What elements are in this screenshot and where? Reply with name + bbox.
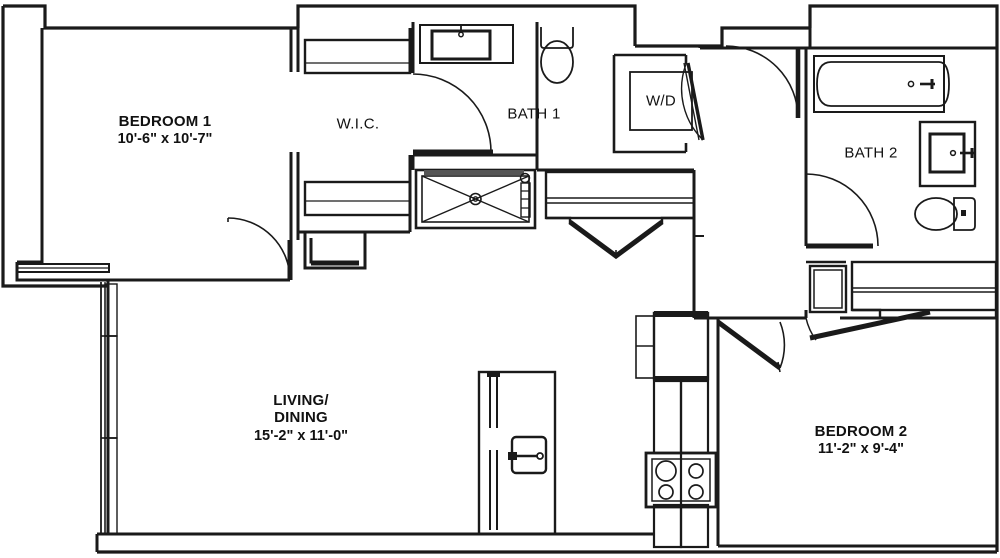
- living-dining-name-line2: DINING: [274, 409, 328, 427]
- kitchen-range: [644, 451, 718, 509]
- bedroom-2-closet: [850, 260, 998, 318]
- hall-closet: [544, 170, 696, 220]
- bath-1-walls: [411, 22, 539, 170]
- room-label-bedroom1: BEDROOM 1 10'-6" x 10'-7": [118, 113, 213, 148]
- living-dining-name-line1: LIVING/: [273, 392, 329, 409]
- exterior-walls: [1, 4, 999, 554]
- bath-2-walls: [700, 28, 997, 248]
- bedroom1-name: BEDROOM 1: [118, 113, 212, 130]
- bath-1-shower: [414, 168, 537, 230]
- label-wic: W.I.C.: [336, 115, 380, 133]
- bedroom2-name: BEDROOM 2: [814, 423, 908, 440]
- bedroom-1-door: [227, 217, 293, 281]
- room-label-bedroom2: BEDROOM 2 11'-2" x 9'-4": [815, 423, 908, 458]
- bedroom-1-walls: [15, 28, 300, 282]
- bedroom-1-window: [16, 263, 110, 273]
- bath-2-vanity: [918, 120, 977, 188]
- living-dining-dimensions: 15'-2" x 11'-0": [253, 427, 349, 444]
- label-washer-dryer: W/D: [645, 92, 677, 110]
- room-label-living-dining: LIVING/ DINING 15'-2" x 11'-0": [254, 392, 348, 445]
- washer-dryer-door: [680, 62, 705, 141]
- bedroom-2-closet-door-swing: [805, 317, 817, 341]
- entry-closet-handle: [508, 435, 548, 475]
- balcony-sliding-door: [100, 282, 118, 535]
- bedroom2-dimensions: 11'-2" x 9'-4": [818, 441, 904, 458]
- hall-door-bath2: [698, 45, 801, 119]
- bedroom-2-closet-door: [809, 309, 931, 341]
- bedroom-2-door: [716, 319, 786, 373]
- bath-2-toilet: [914, 197, 976, 231]
- wic-walls: [298, 28, 412, 270]
- entry-closet: [477, 370, 557, 536]
- bath-2-bathtub: [813, 55, 950, 113]
- label-bath1: BATH 1: [507, 105, 561, 123]
- kitchen-refrigerator: [635, 311, 710, 381]
- hall-side-closet: [806, 260, 848, 314]
- bath-2-door: [805, 173, 879, 249]
- structural-details: [107, 235, 704, 292]
- label-bath2: BATH 2: [844, 144, 898, 162]
- bath-1-toilet: [540, 27, 574, 84]
- living-dining-walls: [95, 280, 654, 552]
- hall-closet-door-frame: [546, 216, 694, 258]
- hall-walls: [537, 168, 696, 318]
- washer-dryer-closet: [612, 53, 688, 154]
- bath-1-vanity: [419, 24, 514, 64]
- wic-door: [412, 73, 493, 155]
- bedroom1-dimensions: 10'-6" x 10'-7": [117, 131, 213, 148]
- bedroom-2-walls: [716, 310, 997, 548]
